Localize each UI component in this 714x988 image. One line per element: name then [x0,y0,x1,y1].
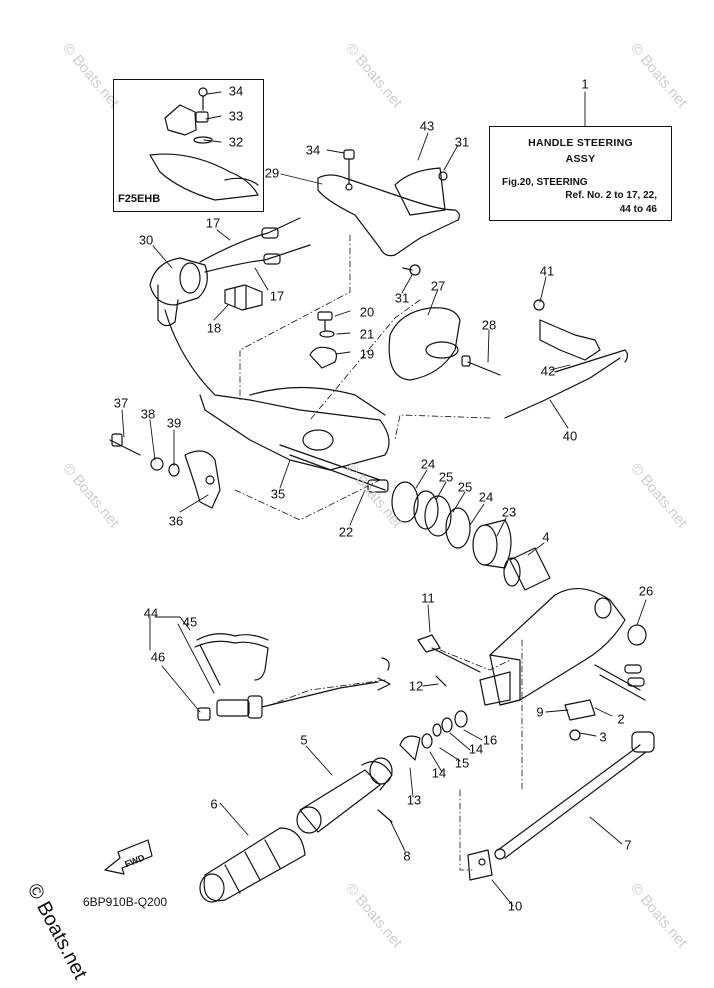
fwd-arrow [104,839,153,875]
shaft-bracket [467,849,493,881]
callout-6: 6 [210,796,218,812]
callout-16: 16 [482,732,498,748]
callout-18: 18 [206,320,222,336]
callout-11: 11 [421,590,435,606]
callout-38: 38 [140,406,156,422]
reference-box: HANDLE STEERING ASSY Fig.20, STEERING Re… [489,126,672,221]
callout-17a: 17 [205,215,221,231]
callout-25b: 25 [457,479,473,495]
grip [199,827,306,903]
callout-1: 1 [581,76,589,92]
steering-arm [164,309,390,493]
callout-26: 26 [638,583,654,599]
callout-28: 28 [481,317,497,333]
callout-4: 4 [542,529,550,545]
callout-37: 37 [113,395,129,411]
callout-36: 36 [168,513,184,529]
callout-30: 30 [138,232,154,248]
callout-34b: 34 [305,142,321,158]
callout-8: 8 [403,848,411,864]
callout-17b: 17 [269,288,285,304]
bushings [391,481,551,591]
callout-20: 20 [359,304,375,320]
cable-clip [224,284,263,311]
callout-14a: 14 [468,741,484,757]
handle-bracket [317,149,461,276]
callout-31b: 31 [394,290,410,306]
reference-figure: Fig.20, STEERING [502,177,588,188]
callout-21: 21 [359,326,375,342]
reference-parts-line2: 44 to 46 [619,204,657,215]
friction-screw [417,634,481,687]
callout-23: 23 [501,504,517,520]
inset-drawing [149,87,259,201]
diagram-code: 6BP910B-Q200 [83,895,168,909]
callout-24a: 24 [420,456,436,472]
callout-45: 45 [182,614,198,630]
callout-41: 41 [539,263,555,279]
callout-40: 40 [562,428,578,444]
callout-39: 39 [166,415,182,431]
grip-holder [296,757,393,834]
callout-3: 3 [599,729,607,745]
callout-15: 15 [454,755,470,771]
callout-24b: 24 [478,489,494,505]
stop-switch [194,633,391,721]
reference-title-line2: ASSY [565,153,596,165]
assembly-lines [234,234,523,871]
callout-31a: 31 [454,134,470,150]
callout-25a: 25 [438,469,454,485]
inset-box [113,79,264,212]
callout-29: 29 [264,165,280,181]
callout-35: 35 [270,486,286,502]
callout-5: 5 [300,732,308,748]
leader-lines [121,91,647,907]
callout-22: 22 [338,524,354,540]
callout-44: 44 [143,605,159,621]
callout-14b: 14 [431,765,447,781]
reference-title-line1: HANDLE STEERING [528,137,633,149]
callout-13: 13 [406,792,422,808]
callout-19: 19 [359,346,375,362]
callout-2: 2 [617,711,625,727]
fwd-label: FWD [123,852,146,869]
callout-42: 42 [540,363,556,379]
throttle-linkage [504,299,629,419]
callout-10: 10 [507,898,523,914]
callout-32: 32 [228,134,244,150]
reference-parts-line1: Ref. No. 2 to 17, 22, [565,190,657,201]
callout-33: 33 [228,108,244,124]
grommet [149,257,208,327]
bolt-washers [109,433,221,509]
throttle-shaft [494,731,655,860]
callout-34a: 34 [228,83,244,99]
inset-model-label: F25EHB [118,193,161,205]
callout-46: 46 [150,649,166,665]
cables [199,217,311,273]
handle-body [479,588,647,741]
callout-12: 12 [408,678,424,694]
callout-7: 7 [624,837,632,853]
callout-43: 43 [419,118,435,134]
small-fasteners [309,311,338,369]
cover-plate [388,307,501,381]
callout-9: 9 [536,704,544,720]
friction-parts [399,710,468,761]
callout-27: 27 [430,278,446,294]
